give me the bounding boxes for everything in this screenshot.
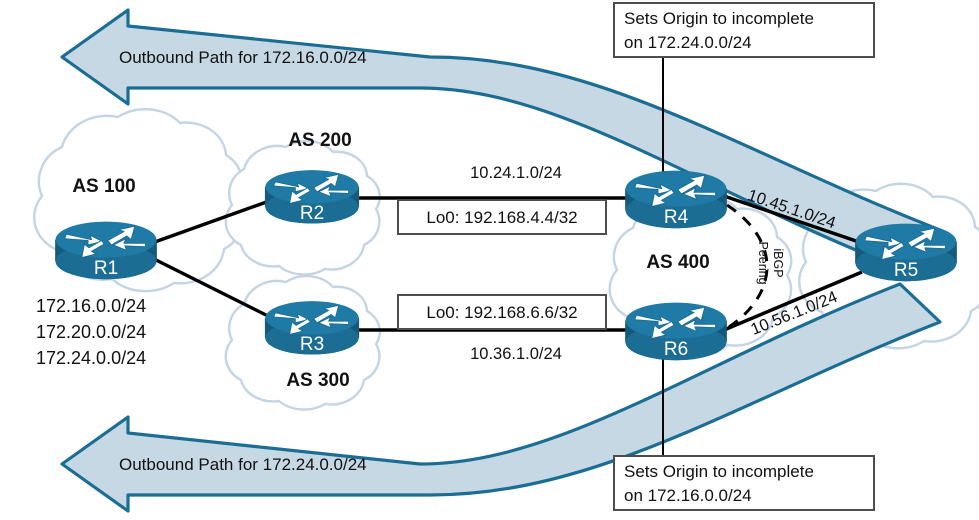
callout-r4-line2: on 172.24.0.0/24 bbox=[624, 33, 752, 52]
loopback-box-r4: Lo0: 192.168.4.4/32 bbox=[397, 199, 607, 235]
as-label-200: AS 200 bbox=[288, 130, 351, 151]
ibgp-peering-line bbox=[726, 203, 769, 329]
router-r1-label: R1 bbox=[94, 258, 118, 279]
router-r3-label: R3 bbox=[300, 334, 324, 355]
ibgp-peering-label-line1: iBGP bbox=[771, 248, 785, 277]
outbound-path-top-label: Outbound Path for 172.16.0.0/24 bbox=[119, 48, 367, 67]
link-r6-r5 bbox=[723, 270, 863, 332]
router-r2-label: R2 bbox=[300, 203, 324, 224]
callout-box-r4: Sets Origin to incomplete on 172.24.0.0/… bbox=[613, 2, 875, 58]
router-r4-label: R4 bbox=[664, 207, 689, 228]
outbound-path-bottom-band bbox=[60, 282, 942, 513]
link-label-r2-r4: 10.24.1.0/24 bbox=[470, 164, 562, 182]
as-label-300: AS 300 bbox=[286, 370, 349, 391]
ibgp-peering-label-line2: Peering bbox=[756, 241, 770, 284]
callout-box-r6: Sets Origin to incomplete on 172.16.0.0/… bbox=[613, 455, 875, 511]
r1-prefix-3: 172.24.0.0/24 bbox=[36, 348, 146, 368]
loopback-r4-text: Lo0: 192.168.4.4/32 bbox=[426, 208, 577, 227]
as-label-100: AS 100 bbox=[72, 176, 135, 197]
link-r1-r2 bbox=[151, 198, 273, 245]
callout-r4-line1: Sets Origin to incomplete bbox=[624, 9, 814, 28]
router-r6-label: R6 bbox=[664, 339, 688, 360]
link-label-r3-r6: 10.36.1.0/24 bbox=[470, 345, 562, 363]
r1-prefix-2: 172.20.0.0/24 bbox=[36, 322, 146, 342]
router-r5-label: R5 bbox=[894, 260, 918, 281]
r1-prefix-1: 172.16.0.0/24 bbox=[36, 296, 146, 316]
link-r4-r5 bbox=[723, 194, 863, 245]
callout-r6-line2: on 172.16.0.0/24 bbox=[624, 486, 752, 505]
as-label-400: AS 400 bbox=[646, 252, 709, 273]
link-r1-r3 bbox=[151, 256, 273, 320]
outbound-path-bottom-label: Outbound Path for 172.24.0.0/24 bbox=[119, 455, 367, 474]
callout-r6-line1: Sets Origin to incomplete bbox=[624, 462, 814, 481]
loopback-box-r6: Lo0: 192.168.6.6/32 bbox=[397, 294, 607, 330]
loopback-r6-text: Lo0: 192.168.6.6/32 bbox=[426, 303, 577, 322]
